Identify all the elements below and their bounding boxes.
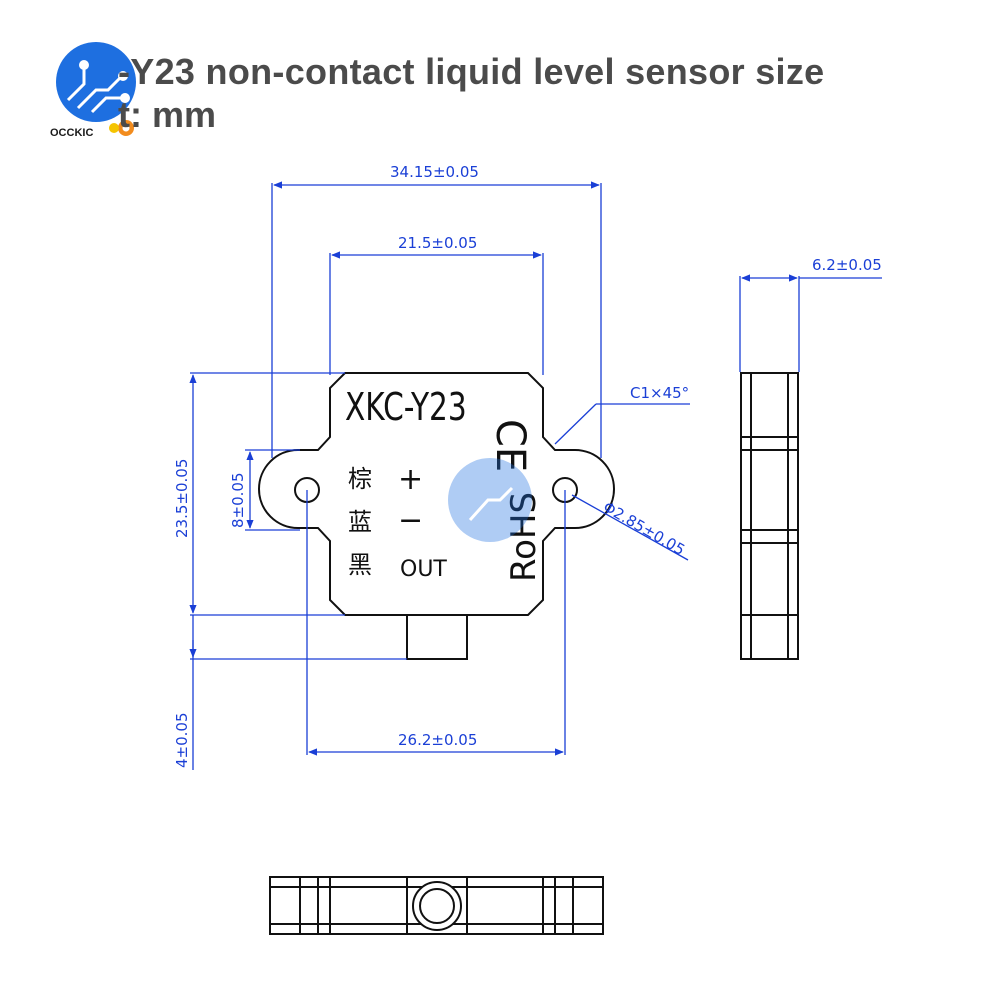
side-view	[740, 372, 799, 660]
front-view-outline	[258, 372, 615, 660]
wire-blue-label: 蓝	[348, 508, 372, 536]
model-marking: XKC-Y23	[345, 385, 467, 430]
minus-label: −	[398, 503, 423, 538]
dim-chamfer: C1×45°	[630, 384, 689, 402]
rohs-marking: RoHS	[504, 492, 544, 582]
dim-body-width: 21.5±0.05	[398, 234, 477, 252]
dim-connector: 4±0.05	[173, 712, 191, 768]
circuit-icon	[66, 60, 130, 114]
wire-black-label: 黑	[348, 551, 372, 579]
watermark-logo	[448, 458, 532, 542]
brand-logo: OCCKIC	[50, 42, 136, 139]
page-subtitle: t: mm	[118, 94, 216, 135]
ce-marking: CE	[487, 419, 533, 472]
dim-hole-spacing: 26.2±0.05	[398, 731, 477, 749]
logo-text: OCCKIC	[50, 127, 93, 139]
dimension-lines	[189, 181, 882, 770]
cable-connector	[406, 614, 468, 660]
dim-ear-height: 8±0.05	[229, 472, 247, 528]
plus-label: +	[398, 462, 423, 497]
dim-height: 23.5±0.05	[173, 459, 191, 538]
gear-icon	[109, 120, 134, 136]
dim-hole-diameter: Φ2.85±0.05	[600, 498, 688, 559]
out-label: OUT	[400, 557, 447, 582]
bottom-view	[269, 876, 604, 935]
dim-thickness: 6.2±0.05	[812, 256, 882, 274]
dim-overall-width: 34.15±0.05	[390, 163, 479, 181]
wire-brown-label: 棕	[348, 465, 372, 493]
page-title: -Y23 non-contact liquid level sensor siz…	[118, 51, 825, 92]
